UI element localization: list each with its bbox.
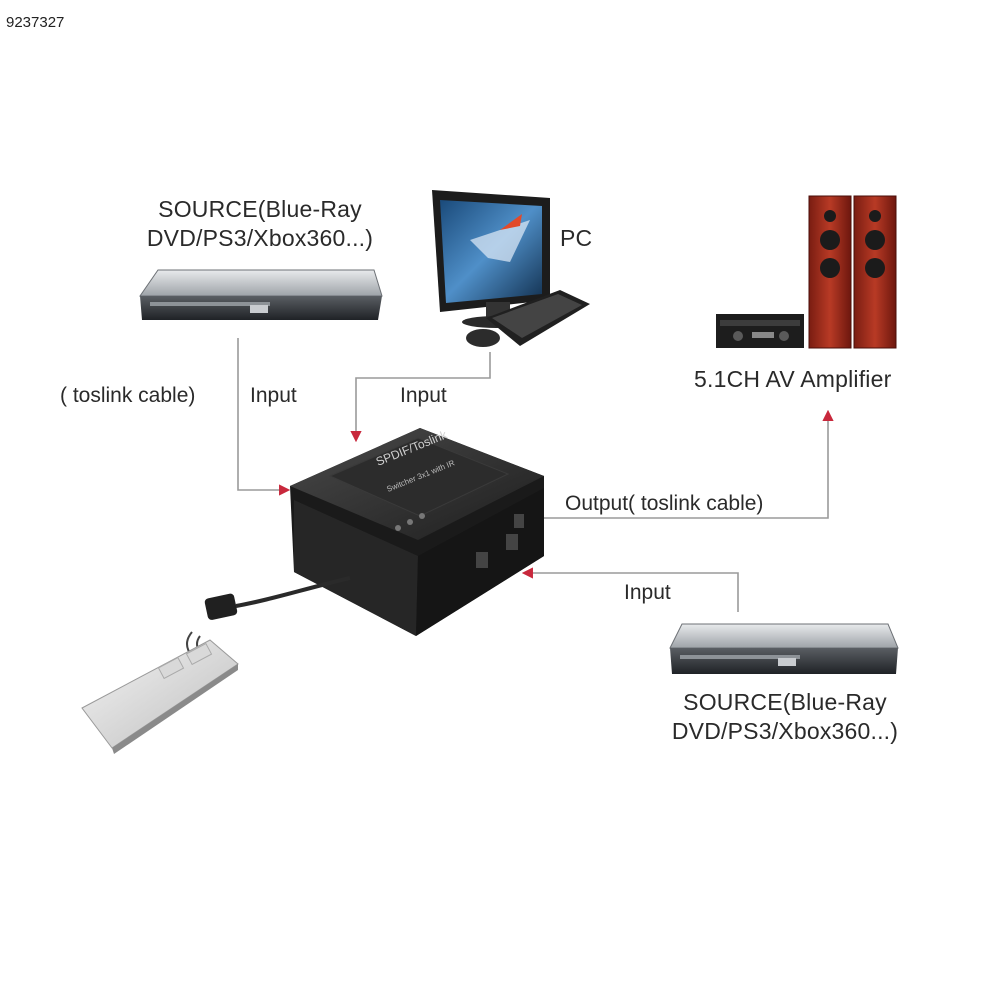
- input-pc-label: Input: [400, 384, 447, 407]
- source-bottom-label: SOURCE(Blue-Ray DVD/PS3/Xbox360...): [650, 689, 920, 745]
- dvd-player-top-icon: [139, 269, 383, 320]
- source-top-line1: SOURCE(Blue-Ray: [158, 196, 362, 222]
- source-bottom-line1: SOURCE(Blue-Ray: [683, 689, 887, 715]
- amplifier-icon: [716, 195, 897, 349]
- source-bottom-line2: DVD/PS3/Xbox360...): [671, 718, 899, 744]
- remote-control-icon: [81, 639, 239, 754]
- amplifier-label: 5.1CH AV Amplifier: [694, 366, 892, 392]
- connection-lines: [237, 338, 834, 612]
- line-switch-to-amplifier: [540, 409, 834, 519]
- source-top-line2: DVD/PS3/Xbox360...): [146, 225, 374, 251]
- pc-label: PC: [560, 225, 593, 251]
- toslink-switcher-icon: [290, 428, 544, 636]
- pc-icon: [432, 190, 590, 347]
- toslink-cable-label: ( toslink cable): [60, 384, 196, 407]
- line-source-bottom-to-switch: [521, 567, 739, 612]
- input-bottom-label: Input: [624, 581, 671, 604]
- line-source-top-to-switch: [237, 338, 291, 496]
- line-pc-to-switch: [350, 352, 491, 443]
- dvd-player-bottom-icon: [669, 623, 899, 674]
- source-top-label: SOURCE(Blue-Ray DVD/PS3/Xbox360...): [126, 196, 394, 252]
- output-label: Output( toslink cable): [565, 492, 764, 515]
- input-left-label: Input: [250, 384, 297, 407]
- image-id-text: 9237327: [6, 14, 65, 31]
